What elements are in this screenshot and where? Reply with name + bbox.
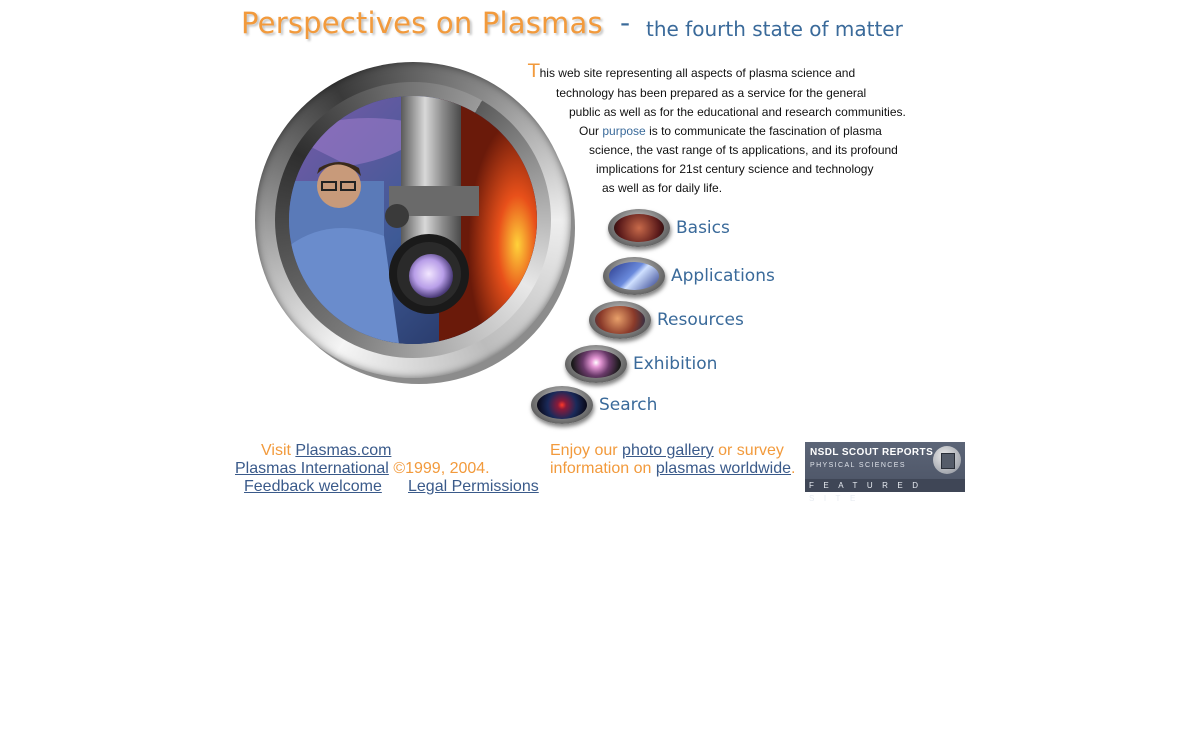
nav-search[interactable]: Search	[531, 386, 657, 424]
applications-orb-image	[609, 262, 659, 290]
nav-applications[interactable]: Applications	[603, 257, 775, 295]
site-title: Perspectives on Plasmas	[241, 6, 603, 40]
purpose-link[interactable]: purpose	[602, 124, 646, 138]
title-dash: -	[620, 6, 631, 39]
nav-applications-label: Applications	[671, 266, 775, 286]
nav-resources[interactable]: Resources	[589, 301, 744, 339]
nsdl-badge-subtitle: PHYSICAL SCIENCES	[810, 462, 906, 469]
enjoy-mid: or survey	[718, 442, 784, 459]
intro-line-6: implications for 21st century science an…	[596, 162, 874, 176]
intro-line-2: technology has been prepared as a servic…	[556, 86, 867, 100]
nsdl-badge-title: NSDL SCOUT REPORTS	[810, 447, 934, 458]
basics-orb-icon	[608, 209, 670, 247]
hero-lens-image	[255, 62, 575, 387]
visit-line: Visit Plasmas.com	[261, 442, 391, 460]
nav-basics[interactable]: Basics	[608, 209, 730, 247]
nav-resources-label: Resources	[657, 310, 744, 330]
gallery-line: Enjoy our photo gallery or survey	[550, 442, 784, 460]
exhibition-orb-image	[571, 350, 621, 378]
resources-orb-icon	[589, 301, 651, 339]
intro-line-1: This web site representing all aspects o…	[528, 60, 855, 82]
resources-orb-image	[595, 306, 645, 334]
intro-text-4-suffix: is to communicate the fascination of pla…	[649, 124, 882, 138]
intro-text-1: his web site representing all aspects of…	[539, 66, 856, 80]
search-orb-icon	[531, 386, 593, 424]
photo-gallery-link[interactable]: photo gallery	[622, 442, 714, 459]
lens-photo-illustration	[289, 96, 537, 344]
nsdl-scout-badge[interactable]: NSDL SCOUT REPORTS PHYSICAL SCIENCES FEA…	[805, 442, 965, 503]
enjoy-prefix: Enjoy our	[550, 442, 618, 459]
copyright-text: ©1999, 2004.	[393, 460, 490, 477]
intro-line-4: Our purpose is to communicate the fascin…	[579, 124, 882, 138]
info-prefix: information on	[550, 460, 652, 477]
document-icon-shape	[941, 453, 955, 469]
intro-text-4-prefix: Our	[579, 124, 600, 138]
legal-permissions-link[interactable]: Legal Permissions	[408, 478, 539, 495]
plasmas-com-link[interactable]: Plasmas.com	[295, 442, 392, 459]
intro-line-5: science, the vast range of ts applicatio…	[589, 143, 898, 157]
document-icon	[933, 446, 961, 474]
feedback-link[interactable]: Feedback welcome	[244, 478, 382, 495]
basics-orb-image	[614, 214, 664, 242]
nsdl-badge-featured: FEATURED SITE	[809, 481, 928, 503]
intro-initial: T	[528, 60, 540, 82]
nsdl-badge-band: FEATURED SITE	[805, 479, 965, 503]
site-subtitle: the fourth state of matter	[646, 17, 903, 41]
worldwide-line: information on plasmas worldwide.	[550, 460, 795, 478]
visit-prefix: Visit	[261, 442, 291, 459]
lens-photo	[289, 96, 537, 344]
worldwide-suffix: .	[791, 460, 796, 477]
copyright-line: Plasmas International ©1999, 2004.	[235, 460, 490, 478]
exhibition-orb-icon	[565, 345, 627, 383]
plasmas-international-link[interactable]: Plasmas International	[235, 460, 389, 477]
plasmas-worldwide-link[interactable]: plasmas worldwide	[655, 460, 792, 477]
feedback-line: Feedback welcome	[244, 478, 382, 496]
intro-line-3: public as well as for the educational an…	[569, 105, 906, 119]
nav-search-label: Search	[599, 395, 658, 415]
nav-exhibition[interactable]: Exhibition	[565, 345, 717, 383]
nav-basics-label: Basics	[676, 218, 730, 238]
legal-line: Legal Permissions	[408, 478, 539, 496]
search-orb-image	[537, 391, 587, 419]
applications-orb-icon	[603, 257, 665, 295]
nav-exhibition-label: Exhibition	[633, 354, 718, 374]
intro-line-7: as well as for daily life.	[602, 181, 723, 195]
